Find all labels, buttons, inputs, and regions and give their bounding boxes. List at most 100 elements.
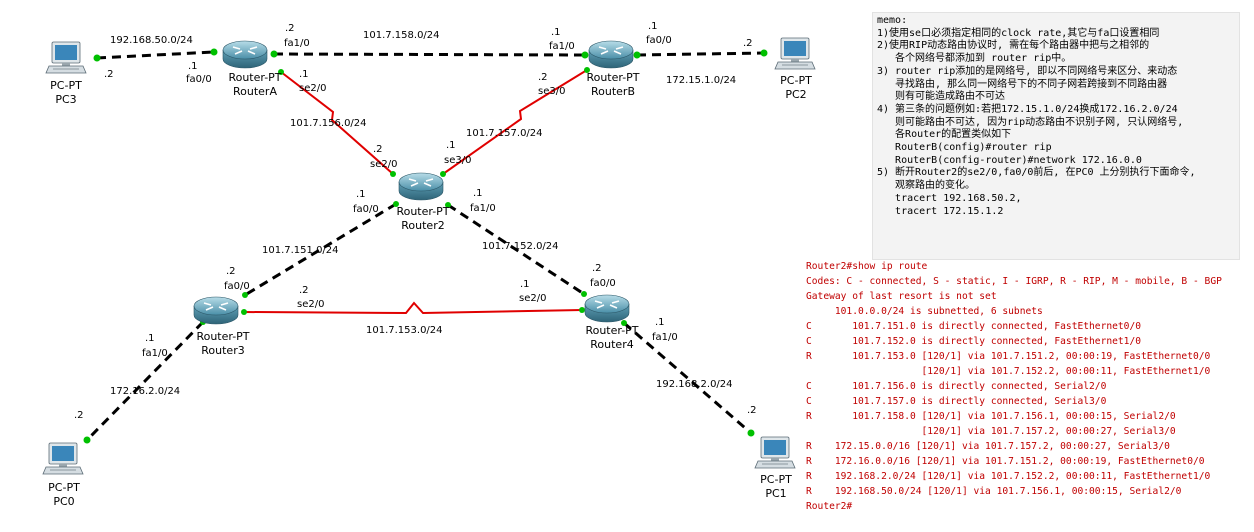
net-label-routerA-router2: 101.7.156.0/24 [290,118,367,129]
pc-name-label: PC0 [53,495,74,508]
pc-pc1[interactable]: PC-PT PC1 [754,436,796,500]
link-routerA-routerB[interactable] [273,52,586,57]
net-label-router2-router3: 101.7.151.0/24 [262,245,339,256]
link-endpoints [83,48,768,444]
router3-fa10-host-label: .1 [145,333,155,344]
net-label-routerB-pc2: 172.15.1.0/24 [666,75,736,86]
pc-pc0[interactable]: PC-PT PC0 [42,442,84,508]
router-type-label: Router-PT [196,330,249,343]
router4-fa10-host-label: .1 [655,317,665,328]
link-router4-pc1[interactable] [623,321,752,435]
router-routerA[interactable]: Router-PT RouterA [222,40,282,98]
link-routerA-router2[interactable] [280,71,394,175]
net-label-routerB-router2: 101.7.157.0/24 [466,128,543,139]
net-label-router2-router4: 101.7.152.0/24 [482,241,559,252]
link-router3-pc0[interactable] [85,320,205,442]
memo-line: 3) router rip添加的是网络号, 即以不同网络号来区分、来动态 [877,65,1178,77]
router3-se20-label: se2/0 [297,299,324,310]
link-router3-router4[interactable] [243,301,583,315]
routerB-fa10-host-label: .1 [551,27,561,38]
cli-line: R 172.16.0.0/16 [120/1] via 101.7.151.2,… [806,456,1205,467]
link-router2-router4[interactable] [447,203,585,296]
router2-fa10-host-label: .1 [473,188,483,199]
memo-line: 则有可能造成路由不可达 [877,91,1006,103]
router2-se30-label: se3/0 [444,155,471,166]
pc-type-label: PC-PT [760,473,792,486]
router4-fa10-label: fa1/0 [652,332,678,343]
cli-line: Router2# [806,501,853,512]
pc2-host-label: .2 [743,38,753,49]
cli-line: C 101.7.156.0 is directly connected, Ser… [806,381,1107,392]
link-routerB-pc2[interactable] [636,51,765,57]
cli-line: Router2#show ip route [806,261,928,272]
memo-line: tracert 172.15.1.2 [877,205,1004,217]
memo-line: tracert 192.168.50.2, [877,192,1022,204]
routerA-se20-host-label: .1 [299,69,309,80]
routerB-se30-host-label: .2 [538,72,548,83]
pc1-host-label: .2 [747,405,757,416]
router-type-label: Router-PT [586,71,639,84]
cli-line: Gateway of last resort is not set [806,291,997,302]
pc-type-label: PC-PT [48,481,80,494]
router-name-label: RouterA [233,85,277,98]
cli-line: C 101.7.151.0 is directly connected, Fas… [806,321,1142,332]
net-label-router4-pc1: 192.168.2.0/24 [656,379,733,390]
pc-pc2[interactable]: PC-PT PC2 [774,37,816,101]
cli-line: R 192.168.50.0/24 [120/1] via 101.7.156.… [806,486,1182,497]
pc-type-label: PC-PT [780,74,812,87]
router-type-label: Router-PT [585,324,638,337]
cli-line: R 101.7.153.0 [120/1] via 101.7.151.2, 0… [806,351,1211,362]
pc-pc3[interactable]: PC-PT PC3 [45,41,87,106]
link-pc3-routerA[interactable] [96,50,215,60]
router-router3[interactable]: Router-PT Router3 [193,296,250,357]
memo-line: 寻找路由, 那么同一网络号下的不同子网若跨接到不同路由器 [877,78,1168,90]
pc3-host-label: .2 [104,69,114,80]
cli-line: C 101.7.157.0 is directly connected, Ser… [806,396,1107,407]
router4-fa00-host-label: .2 [592,263,602,274]
routerA-fa00-host-label: .1 [188,61,198,72]
net-label-routerA-routerB: 101.7.158.0/24 [363,30,440,41]
memo-line: 5) 断开Router2的se2/0,fa0/0前后, 在PC0 上分别执行下面… [877,167,1196,179]
routerB-fa00-label: fa0/0 [646,35,672,46]
memo-line: 则可能路由不可达, 因为rip动态路由不识别子网, 只认网络号, [877,116,1184,128]
routerA-se20-label: se2/0 [299,83,326,94]
router-name-label: RouterB [591,85,635,98]
pc-name-label: PC1 [765,487,786,500]
router-router2[interactable]: Router-PT Router2 [396,172,450,232]
router-type-label: Router-PT [396,205,449,218]
memo-line: RouterB(config-router)#network 172.16.0.… [877,154,1142,166]
router-name-label: Router3 [201,344,244,357]
memo-line: 观察路由的变化。 [877,180,976,192]
cli-line: 101.0.0.0/24 is subnetted, 6 subnets [806,306,1043,317]
routerB-fa10-label: fa1/0 [549,41,575,52]
router2-se20-label: se2/0 [370,159,397,170]
link-routerB-router2[interactable] [442,69,588,175]
routerA-fa00-label: fa0/0 [186,74,212,85]
pc-name-label: PC2 [785,88,806,101]
router4-se20-label: se2/0 [519,293,546,304]
memo-line: 2)使用RIP动态路由协议时, 需在每个路由器中把与之相邻的 [877,40,1150,52]
router2-se30-host-label: .1 [446,140,456,151]
memo-line: 各Router的配置类似如下 [877,129,1012,141]
router-router4[interactable]: Router-PT Router4 [584,294,639,351]
memo-note: memo:1)使用se口必须指定相同的clock rate,其它与fa口设置相同… [872,12,1240,260]
routerB-fa00-host-label: .1 [648,21,658,32]
router3-fa10-label: fa1/0 [142,348,168,359]
cli-line: [120/1] via 101.7.152.2, 00:00:11, FastE… [806,366,1211,377]
routerA-fa10-host-label: .2 [285,23,295,34]
cli-line: Codes: C - connected, S - static, I - IG… [806,276,1222,287]
router3-fa00-host-label: .2 [226,266,236,277]
router4-fa00-label: fa0/0 [590,278,616,289]
serial-links [243,69,588,315]
router2-fa00-label: fa0/0 [353,204,379,215]
pc-name-label: PC3 [55,93,76,106]
routerB-se30-label: se3/0 [538,86,565,97]
memo-line: 各个网络号都添加到 router rip中。 [877,53,1072,65]
router2-se20-host-label: .2 [373,144,383,155]
network-labels: 192.168.50.0/24 101.7.158.0/24 172.15.1.… [110,30,736,397]
router-routerB[interactable]: Router-PT RouterB [586,40,640,98]
pc0-host-label: .2 [74,410,84,421]
cli-line: R 172.15.0.0/16 [120/1] via 101.7.157.2,… [806,441,1170,452]
